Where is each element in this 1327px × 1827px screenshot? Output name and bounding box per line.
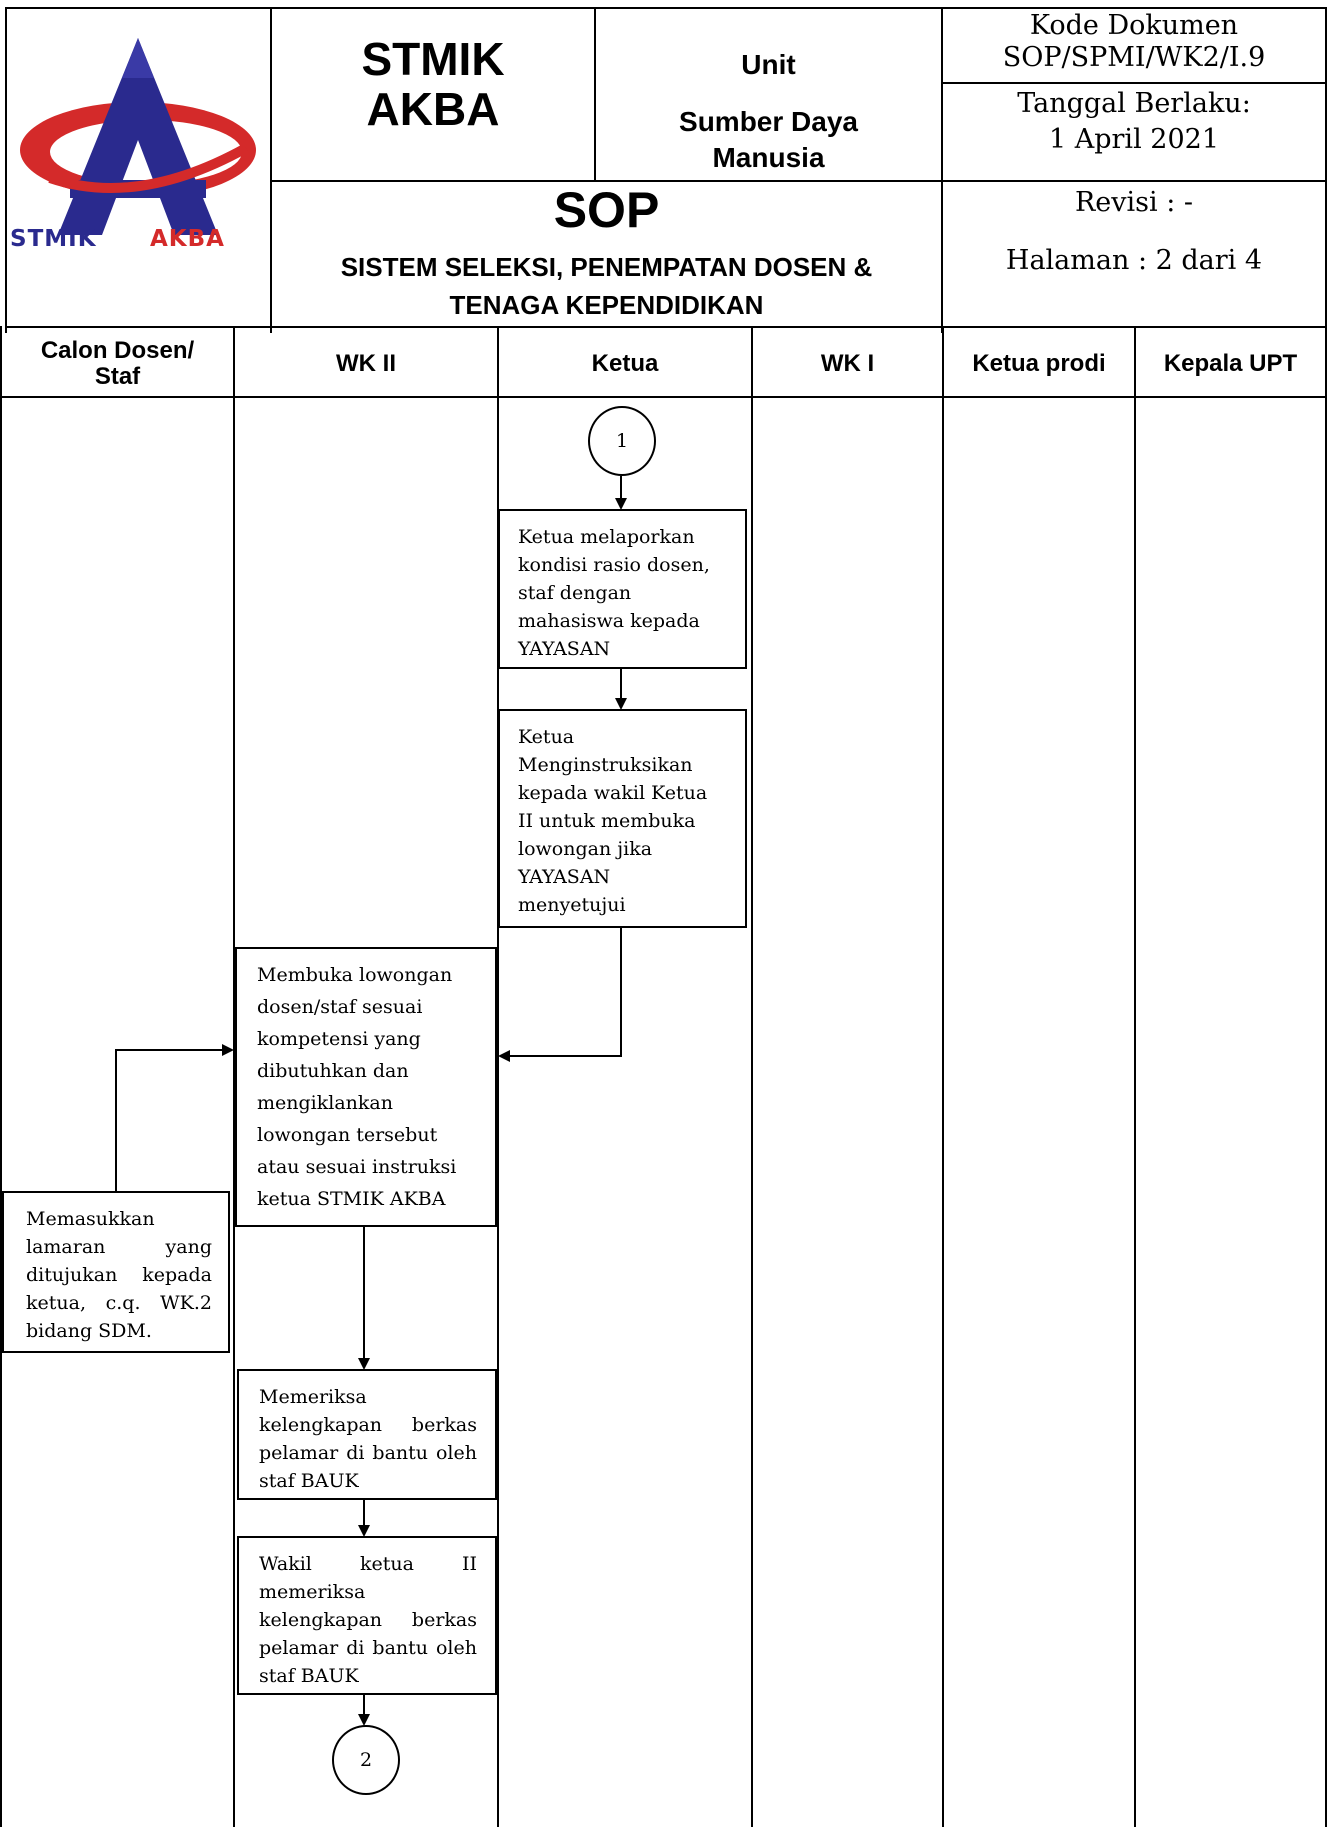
step-line: YAYASAN: [518, 638, 611, 660]
unit-label: Unit: [741, 49, 796, 80]
step-line: Ketua melaporkan: [518, 526, 695, 548]
step-line: kepada wakil Ketua: [518, 782, 708, 804]
lane-header-wk-ii: WK II: [336, 350, 396, 377]
effective-date: Tanggal Berlaku: 1 April 2021: [943, 86, 1325, 158]
page-number: Halaman : 2 dari 4: [1005, 245, 1263, 276]
unit-name-line-1: Sumber Daya: [679, 106, 858, 137]
unit-name-line-2: Manusia: [712, 142, 825, 173]
step-membuka-lowongan: Membuka lowongan dosen/staf sesuai kompe…: [235, 947, 497, 1227]
step-line: dibutuhkan dan: [257, 1060, 409, 1082]
sop-subtitle-line-2: TENAGA KEPENDIDIKAN: [449, 290, 764, 320]
lane-header-line-2: Staf: [94, 363, 141, 390]
institution-line-1: STMIK: [361, 33, 505, 85]
step-line: Membuka lowongan: [257, 964, 453, 986]
step-line: staf dengan: [518, 582, 632, 604]
step-line: lowongan tersebut: [257, 1124, 438, 1146]
logo-wordmark-2: AKBA: [150, 226, 225, 252]
institution-name: STMIK AKBA: [272, 34, 594, 134]
arrow-step4-to-step3: [115, 1044, 234, 1191]
step-wakil-ketua-memeriksa: Wakil ketua II memeriksa kelengkapan ber…: [237, 1536, 497, 1695]
effective-date-value: 1 April 2021: [1048, 124, 1219, 155]
arrow-step2-to-step3: [498, 927, 622, 1062]
logo-wordmark-1: STMIK: [10, 226, 97, 252]
unit-name: Sumber Daya Manusia: [596, 104, 941, 176]
step-line: Menginstruksikan: [518, 754, 693, 776]
step-line: ketua STMIK AKBA: [257, 1188, 446, 1210]
step-line: atau sesuai instruksi: [257, 1156, 457, 1178]
doc-code-value: SOP/SPMI/WK2/I.9: [1002, 42, 1266, 73]
step-line: kondisi rasio dosen,: [518, 554, 710, 576]
sop-subtitle-line-1: SISTEM SELEKSI, PENEMPATAN DOSEN &: [340, 252, 873, 282]
step-line: II untuk membuka: [518, 810, 696, 832]
sop-title: SOP: [553, 182, 660, 238]
doc-code: Kode Dokumen SOP/SPMI/WK2/I.9: [943, 10, 1325, 74]
off-page-connector-end: 2: [332, 1725, 400, 1795]
lane-header-wk-i: WK I: [820, 350, 875, 377]
step-ketua-menginstruksikan: Ketua Menginstruksikan kepada wakil Ketu…: [498, 709, 747, 928]
step-ketua-melaporkan: Ketua melaporkan kondisi rasio dosen, st…: [498, 509, 747, 669]
revision: Revisi : -: [1074, 187, 1194, 218]
lane-header-ketua-prodi: Ketua prodi: [972, 350, 1106, 377]
lane-header-line-1: Calon Dosen/: [40, 337, 195, 364]
institution-line-2: AKBA: [366, 83, 500, 135]
step-line: dosen/staf sesuai: [257, 996, 423, 1018]
doc-code-label: Kode Dokumen: [1029, 10, 1239, 41]
step-memasukkan-lamaran: Memasukkan lamaran yang ditujukan kepada…: [2, 1191, 230, 1353]
step-memeriksa-kelengkapan: Memeriksa kelengkapan berkas pelamar di …: [237, 1369, 497, 1500]
stmik-akba-logo: STMIK AKBA: [10, 38, 256, 252]
effective-date-label: Tanggal Berlaku:: [1017, 88, 1251, 119]
sop-subtitle: SISTEM SELEKSI, PENEMPATAN DOSEN & TENAG…: [272, 248, 941, 324]
off-page-connector-start: 1: [588, 406, 656, 476]
step-line: kompetensi yang: [257, 1028, 421, 1050]
step-line: mahasiswa kepada: [518, 610, 700, 632]
step-line: menyetujui: [518, 894, 626, 916]
step-line: lowongan jika: [518, 838, 653, 860]
lane-header-calon-dosen-staf: Calon Dosen/ Staf: [2, 332, 233, 396]
step-line: Ketua: [518, 726, 575, 748]
lane-header-ketua: Ketua: [591, 350, 659, 377]
step-line: YAYASAN: [518, 866, 611, 888]
step-line: mengiklankan: [257, 1092, 393, 1114]
lane-header-kepala-upt: Kepala UPT: [1163, 350, 1298, 377]
